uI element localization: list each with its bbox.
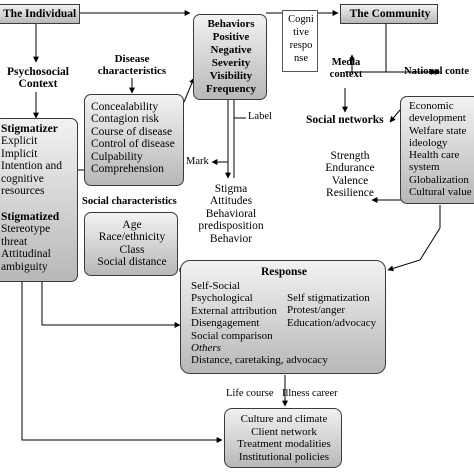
response-right-2: Protest/anger (287, 304, 346, 317)
culture-box: Culture and climate Client network Treat… (224, 408, 342, 468)
disease-box: Concealability Contagion risk Course of … (84, 94, 184, 186)
psychosocial-line1: Psychosocial (7, 66, 69, 78)
social-networks-item-3: Valence (331, 174, 369, 187)
national-item-2: development (409, 112, 466, 125)
response-left-4: Disengagement (191, 317, 260, 330)
stigma-item-2: Attitudes (209, 195, 253, 208)
stigmatizer-item-2: Implicit (1, 147, 38, 160)
national-context-label: National conte (404, 66, 470, 77)
national-item-5: Health care (409, 149, 460, 162)
response-left-2: Psychological (191, 292, 253, 305)
social-characteristics-box: Age Race/ethnicity Class Social distance (84, 212, 178, 276)
social-characteristics-header: Social characteristics (82, 196, 177, 207)
social-networks-item-1: Strength (330, 150, 370, 162)
disease-item-1: Concealability (91, 101, 159, 113)
stigmatizer-item-3: Intention and (1, 160, 62, 173)
response-box: Response Self-Social Psychological Exter… (180, 260, 386, 374)
response-right-1: Self stigmatization (287, 292, 370, 304)
response-left-1: Self-Social (191, 280, 240, 292)
behaviors-item-3: Negative (210, 44, 252, 56)
psychosocial-label: Psychosocial Context (0, 66, 76, 91)
social-item-3: Class (119, 243, 145, 256)
psychosocial-line2: Context (18, 78, 58, 91)
disease-item-2: Contagion risk (91, 113, 160, 126)
media-line1: Media (331, 57, 361, 68)
disease-item-4: Control of disease (91, 138, 175, 151)
stigmatized-item-2: threat (1, 235, 28, 248)
culture-item-3: Treatment modalities (237, 438, 331, 451)
response-left-5: Social comparison (191, 329, 273, 342)
response-title: Response (260, 266, 307, 278)
individual-box: The Individual (0, 4, 80, 24)
social-networks-item-2: Endurance (325, 162, 375, 175)
disease-item-6: Comprehension (91, 163, 164, 176)
media-context-label: Media context (318, 57, 374, 81)
social-networks-list: Strength Endurance Valence Resilience (300, 150, 400, 200)
response-right-3: Education/advocacy (287, 316, 377, 329)
response-others: Others (191, 342, 221, 355)
behaviors-item-5: Visibility (209, 70, 253, 82)
national-item-4: ideology (409, 136, 448, 149)
response-last: Distance, caretaking, advocacy (191, 354, 328, 367)
social-item-4: Social distance (97, 256, 167, 269)
stigmatized-item-1: Stereotype (1, 223, 51, 236)
behaviors-item-2: Positive (212, 31, 250, 43)
social-item-2: Race/ethnicity (98, 231, 166, 244)
national-item-7: Globalization (409, 173, 469, 186)
behaviors-item-6: Frequency (206, 83, 256, 95)
cognitive-line-4: nse (294, 53, 308, 64)
national-item-3: Welfare state (409, 124, 467, 137)
cognitive-line-2: tive (293, 27, 309, 38)
life-course-label: Life course (226, 388, 274, 399)
disease-header-line2: characteristics (97, 65, 167, 77)
social-item-1: Age (122, 219, 142, 231)
cognitive-response-box: Cogni tive respo nse (282, 10, 318, 72)
stigmatizer-title: Stigmatizer (1, 123, 58, 135)
behaviors-item-1: Behaviors (207, 18, 255, 30)
stigmatizer-item-5: resources (1, 185, 45, 198)
national-context-box: Economic development Welfare state ideol… (400, 96, 474, 204)
stigmatized-item-3: Attitudinal (1, 248, 51, 261)
social-networks-item-4: Resilience (326, 187, 374, 200)
stigma-item-5: Behavior (209, 232, 253, 245)
cognitive-line-1: Cogni (288, 14, 314, 25)
stigmatized-item-4: ambiguity (1, 260, 48, 273)
national-item-1: Economic (409, 100, 454, 112)
community-title: The Community (349, 8, 431, 20)
disease-item-5: Culpability (91, 150, 143, 163)
disease-header-line1: Disease (114, 53, 150, 65)
mark-text: Mark (186, 156, 209, 167)
illness-career-label: Illness career (282, 388, 338, 399)
social-networks-title: Social networks (306, 114, 384, 126)
stigmatized-title: Stigmatized (1, 211, 60, 223)
disease-item-3: Course of disease (91, 125, 173, 138)
individual-title: The Individual (3, 8, 77, 20)
stigma-outcomes: Stigma Attitudes Behavioral predispositi… (176, 183, 286, 245)
response-left-3: External attribution (191, 304, 277, 317)
culture-item-1: Culture and climate (240, 413, 328, 425)
stigma-item-4: predisposition (198, 220, 264, 233)
national-item-8: Cultural value (409, 186, 472, 199)
stigma-item-1: Stigma (214, 183, 248, 195)
stigma-item-3: Behavioral (205, 207, 257, 220)
stigmatizer-item-1: Explicit (1, 135, 38, 148)
stigmatizer-item-4: cognitive (1, 172, 44, 185)
culture-item-2: Client network (251, 425, 317, 438)
national-item-6: system (409, 161, 440, 174)
label-text: Label (248, 111, 272, 122)
cognitive-line-3: respo (289, 40, 313, 51)
disease-header: Disease characteristics (86, 53, 178, 77)
community-box: The Community (340, 4, 438, 24)
behaviors-item-4: Severity (211, 57, 251, 69)
stigmatizer-box: Stigmatizer Explicit Implicit Intention … (0, 118, 78, 282)
media-line2: context (329, 69, 363, 80)
culture-item-4: Institutional policies (238, 450, 330, 463)
behaviors-box: Behaviors Positive Negative Severity Vis… (193, 14, 267, 100)
